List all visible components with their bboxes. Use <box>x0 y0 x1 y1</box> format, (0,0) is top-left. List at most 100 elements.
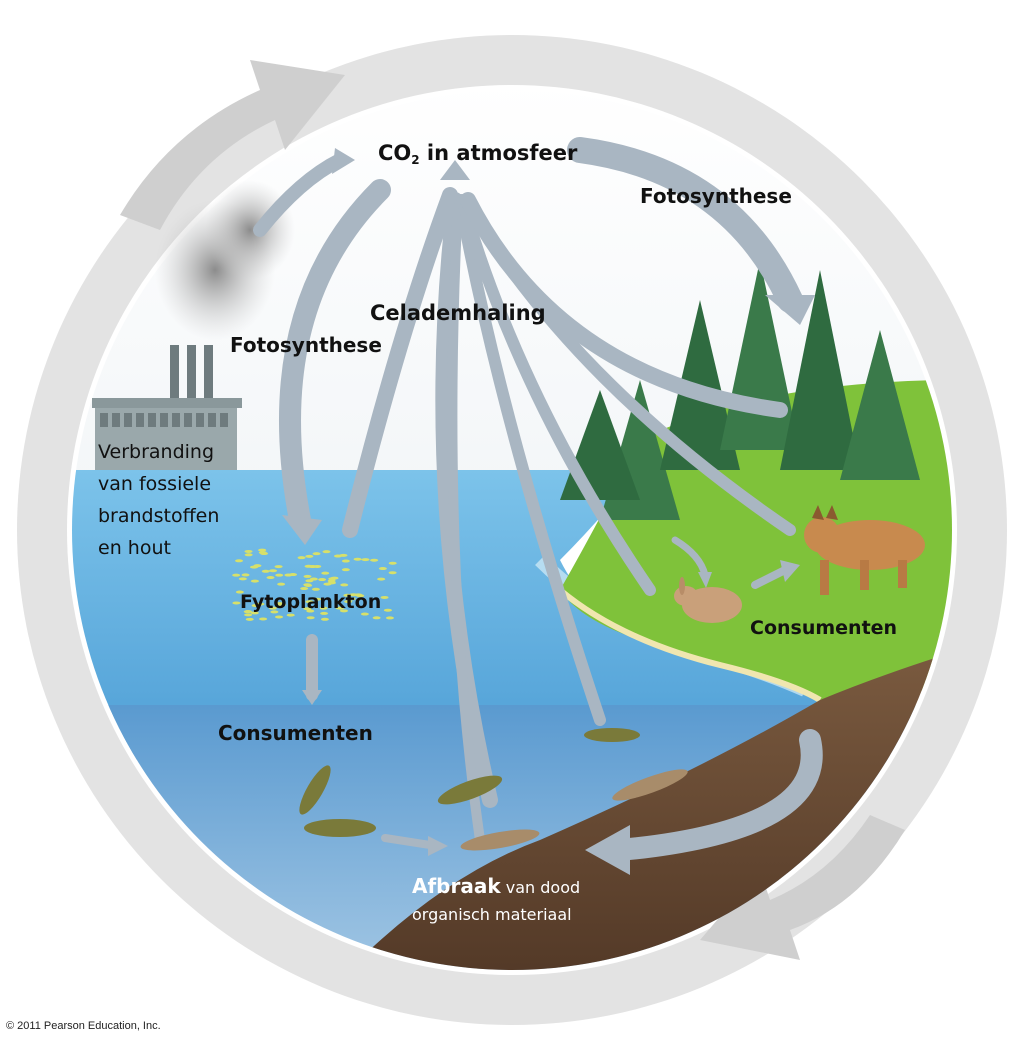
plankton-particle <box>258 551 267 555</box>
factory-window <box>220 413 228 427</box>
label-respiration: Celademhaling <box>370 301 546 325</box>
arrow-respiration-decay <box>447 195 485 845</box>
arrowhead-forest <box>765 295 815 325</box>
plankton-particle <box>322 550 331 554</box>
factory-window <box>208 413 216 427</box>
plankton-particle <box>321 571 330 575</box>
factory-window <box>160 413 168 427</box>
ring-arrow-bottom-right <box>700 815 905 960</box>
plankton-particle <box>253 564 262 568</box>
plankton-particle <box>306 616 315 620</box>
arrowhead-rabbit <box>698 572 712 588</box>
tree <box>840 330 920 480</box>
fish-4 <box>299 765 331 815</box>
plankton-particle <box>243 610 252 614</box>
arrow-respiration-water <box>454 194 606 726</box>
fish-3 <box>584 728 640 742</box>
plankton-particle <box>318 578 327 582</box>
carbon-arrows <box>253 137 823 861</box>
plankton-particle <box>245 617 254 621</box>
factory-roof <box>92 398 242 408</box>
plankton-particle <box>311 587 320 591</box>
chimney-3 <box>204 345 213 400</box>
plankton-particle <box>341 568 350 572</box>
factory-window <box>100 413 108 427</box>
label-phytoplankton: Fytoplankton <box>240 591 381 613</box>
factory-window <box>172 413 180 427</box>
plankton-particle <box>270 610 279 614</box>
label-consumers-land: Consumenten <box>750 617 897 639</box>
plankton-particle <box>241 573 250 577</box>
arrow-respiration-fish <box>435 192 498 808</box>
plankton-particle <box>250 579 259 583</box>
arrow-grass-to-rabbit <box>671 536 709 579</box>
plankton-particle <box>383 608 392 612</box>
plankton-particle <box>378 567 387 571</box>
plankton-particle <box>232 601 241 605</box>
plankton-particle <box>347 597 356 601</box>
arrow-photosynthesis-plankton <box>279 179 391 531</box>
arrowhead-decay-fish <box>428 836 448 856</box>
plankton-particle <box>261 569 270 573</box>
plankton-particle <box>312 552 321 556</box>
ring-arrow-top-left <box>120 60 345 230</box>
chimney-1 <box>170 345 179 400</box>
factory-window <box>184 413 192 427</box>
fish-group <box>299 728 688 851</box>
plankton-particle <box>361 558 370 562</box>
arrow-photosynthesis-forest <box>567 137 803 313</box>
plankton-particle <box>377 577 386 581</box>
plankton-particle <box>372 616 381 620</box>
arrow-respiration-rabbit <box>456 194 656 596</box>
plankton-particle <box>313 597 322 601</box>
plankton-particle <box>353 557 362 561</box>
plankton-particle <box>308 565 317 569</box>
grass-edge <box>558 587 822 703</box>
plankton-particle <box>251 604 260 608</box>
plankton-particle <box>258 548 267 552</box>
carbon-arrowheads <box>282 148 815 875</box>
plankton-particle <box>268 606 277 610</box>
chimney-2 <box>187 345 196 400</box>
plankton-particle <box>284 573 293 577</box>
arrow-burning-to-co2 <box>253 153 347 237</box>
plankton-particle <box>319 606 328 610</box>
phytoplankton-cloud <box>232 548 397 621</box>
plankton-particle <box>340 583 349 587</box>
plankton-particle <box>320 617 329 621</box>
dead-fish-1 <box>460 829 540 851</box>
plankton-particle <box>344 600 353 604</box>
arrowhead-lynx <box>780 560 800 582</box>
factory-window <box>136 413 144 427</box>
plankton-particle <box>327 581 336 585</box>
plankton-particle <box>244 553 253 557</box>
factory-window <box>112 413 120 427</box>
smoke-cloud-2 <box>205 180 295 280</box>
plankton-particle <box>339 609 348 613</box>
plankton-particle <box>269 569 278 573</box>
plankton-particle <box>330 576 339 580</box>
plankton-particle <box>360 612 369 616</box>
plankton-particle <box>370 558 379 562</box>
plankton-particle <box>286 613 295 617</box>
arrow-decay-return <box>609 729 823 861</box>
plankton-particle <box>259 617 268 621</box>
rabbit <box>674 577 742 623</box>
plankton-particle <box>380 595 389 599</box>
plankton-particle <box>341 559 350 563</box>
plankton-particle <box>305 600 314 604</box>
plankton-particle <box>244 549 253 553</box>
arrowhead-co2 <box>440 160 470 180</box>
plankton-particle <box>300 587 309 591</box>
arrowhead-burning <box>332 148 355 174</box>
plankton-particle <box>388 571 397 575</box>
plankton-particle <box>277 582 286 586</box>
plankton-particle <box>335 606 344 610</box>
arrow-respiration-trees <box>460 192 788 418</box>
lynx <box>804 505 925 595</box>
plankton-particle <box>275 602 284 606</box>
plankton-particle <box>232 573 241 577</box>
arrowhead-plankton <box>282 515 322 545</box>
factory-window <box>148 413 156 427</box>
